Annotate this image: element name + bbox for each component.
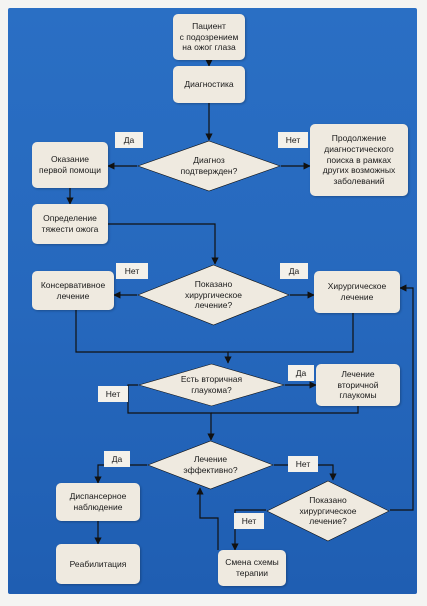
label-yes-dispensary: Да (104, 451, 130, 467)
label-no-change-scheme: Нет (234, 513, 264, 529)
diamond-shape (138, 363, 285, 407)
label-no-conservative: Нет (116, 263, 148, 279)
label-no-glaucoma: Нет (98, 386, 128, 402)
label-no-continue: Нет (278, 132, 308, 148)
node-first-aid: Оказание первой помощи (32, 142, 108, 188)
label-yes-glaucoma-treatment: Да (288, 365, 314, 381)
edge-surgical-glaucoma (228, 313, 354, 353)
node-conservative: Консервативное лечение (32, 271, 114, 310)
flowchart-canvas: Пациент с подозрением на ожог глаза Диаг… (8, 8, 417, 594)
flowchart-edges (66, 59, 414, 551)
diamond-shape (147, 440, 274, 490)
edge-conservative-glaucoma (75, 310, 232, 364)
node-severity: Определение тяжести ожога (32, 204, 108, 244)
node-diagnostics: Диагностика (173, 66, 245, 103)
edge-yes-dispensary (94, 464, 147, 484)
node-rehab: Реабилитация (56, 544, 140, 584)
diamond-shape (137, 140, 281, 192)
label-no-surgery2: Нет (288, 456, 318, 472)
decision-treatment-effective: Лечение эффективно? (147, 440, 274, 490)
decision-surgery-indicated: Показано хирургическое лечение? (137, 264, 290, 326)
edge-severity-question (108, 223, 219, 265)
edge-surgery2-yes-surgical (390, 284, 414, 511)
node-change-scheme: Смена схемы терапии (218, 550, 286, 586)
edge-no-glaucoma-skip (127, 384, 215, 441)
edge-no2-change-scheme (231, 509, 266, 551)
diamond-shape (266, 480, 390, 542)
node-surgical: Хирургическое лечение (314, 271, 400, 313)
label-yes-surgical: Да (280, 263, 308, 279)
node-glaucoma-treatment: Лечение вторичной глаукомы (316, 364, 400, 406)
decision-diagnosis-confirmed: Диагноз подтвержден? (137, 140, 281, 192)
decision-surgery-indicated-2: Показано хирургическое лечение? (266, 480, 390, 542)
label-yes-first-aid: Да (115, 132, 143, 148)
diamond-shape (137, 264, 290, 326)
edge-change-scheme-effective (196, 487, 219, 550)
edge-glaucoma-treatment-effective (211, 406, 359, 414)
decision-secondary-glaucoma: Есть вторичная глаукома? (138, 363, 285, 407)
node-start: Пациент с подозрением на ожог глаза (173, 14, 245, 60)
node-continue-search: Продолжение диагностического поиска в ра… (310, 124, 408, 196)
node-dispensary: Диспансерное наблюдение (56, 483, 140, 521)
